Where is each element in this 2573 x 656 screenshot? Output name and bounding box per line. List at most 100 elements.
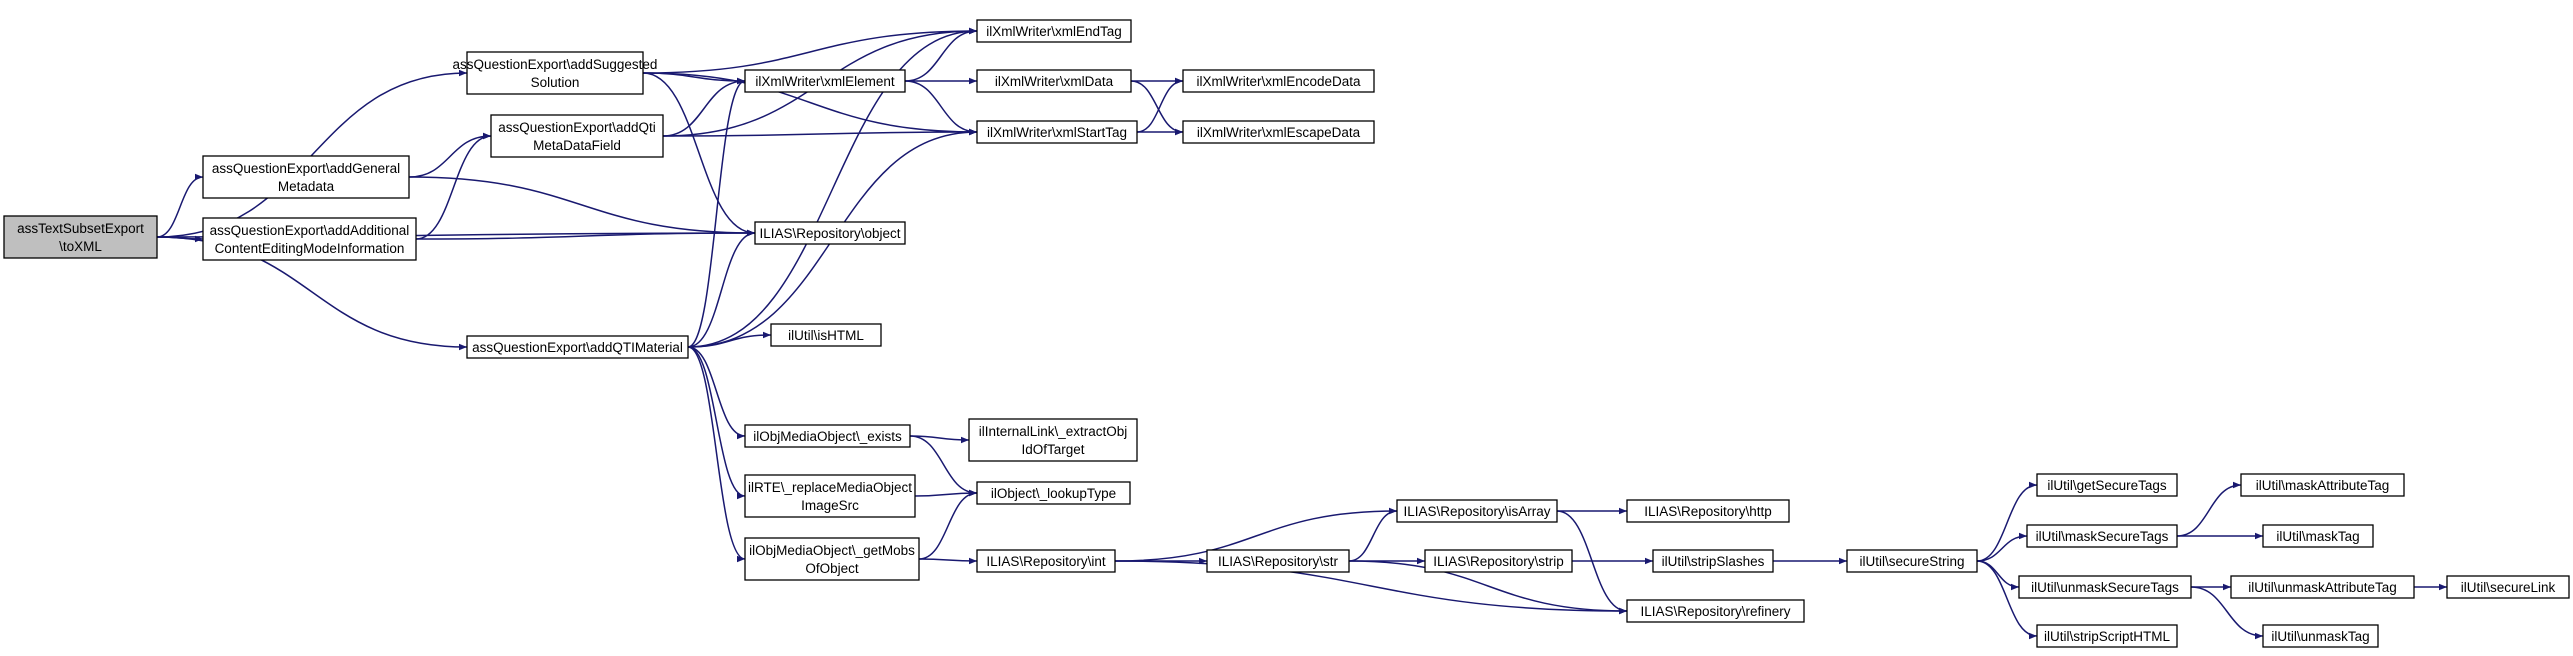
node-label: ilObjMediaObject\_exists bbox=[753, 429, 902, 444]
node-xmlEndTag[interactable]: ilXmlWriter\xmlEndTag bbox=[976, 19, 1132, 43]
node-isHTML[interactable]: ilUtil\isHTML bbox=[770, 323, 882, 347]
node-label: ILIAS\Repository\refinery bbox=[1640, 604, 1790, 619]
node-box bbox=[1182, 120, 1375, 144]
node-stripScriptHTML[interactable]: ilUtil\stripScriptHTML bbox=[2036, 624, 2178, 648]
node-label: ILIAS\Repository\isArray bbox=[1403, 504, 1550, 519]
edge-addQtiMetaDataField-to-xmlStartTag bbox=[662, 128, 978, 137]
edge-addGeneralMetadata-to-addQtiMetaDataField bbox=[408, 132, 492, 178]
node-lookupType[interactable]: ilObject\_lookupType bbox=[976, 481, 1131, 505]
node-label: ilXmlWriter\xmlElement bbox=[755, 74, 895, 89]
node-maskTag[interactable]: ilUtil\maskTag bbox=[2262, 524, 2374, 548]
node-box bbox=[202, 155, 410, 199]
node-label: assQuestionExport\addQti bbox=[498, 120, 656, 135]
node-box bbox=[490, 114, 664, 158]
node-label: ILIAS\Repository\strip bbox=[1433, 554, 1564, 569]
edge-unmaskSecureTags-to-unmaskTag bbox=[2190, 586, 2264, 640]
node-label: IdOfTarget bbox=[1021, 442, 1084, 457]
nodes: assTextSubsetExport\toXML assQuestionExpo… bbox=[3, 19, 2570, 648]
node-box bbox=[744, 69, 906, 93]
node-unmaskSecureTags[interactable]: ilUtil\unmaskSecureTags bbox=[2018, 575, 2192, 599]
node-label: ilUtil\secureLink bbox=[2461, 580, 2556, 595]
node-repoIsArray[interactable]: ILIAS\Repository\isArray bbox=[1396, 499, 1558, 523]
edge-addSuggestedSolution-to-xmlEndTag bbox=[642, 27, 978, 74]
node-label: MetaDataField bbox=[533, 138, 621, 153]
edge-addAdditional-to-repoObject bbox=[415, 229, 756, 240]
edge-secureString-to-unmaskSecureTags bbox=[1976, 560, 2020, 591]
node-label: ImageSrc bbox=[801, 498, 859, 513]
node-box bbox=[2446, 575, 2570, 599]
node-stripSlashes[interactable]: ilUtil\stripSlashes bbox=[1652, 549, 1774, 573]
node-repoRefinery[interactable]: ILIAS\Repository\refinery bbox=[1626, 599, 1805, 623]
node-maskSecureTags[interactable]: ilUtil\maskSecureTags bbox=[2026, 524, 2178, 548]
node-box bbox=[466, 51, 644, 95]
node-unmaskAttributeTag[interactable]: ilUtil\unmaskAttributeTag bbox=[2230, 575, 2415, 599]
node-addQTIMaterial[interactable]: assQuestionExport\addQTIMaterial bbox=[466, 335, 689, 359]
edge-objExists-to-lookupType bbox=[909, 435, 978, 497]
node-label: ilObject\_lookupType bbox=[991, 486, 1116, 501]
edge-addSuggestedSolution-to-xmlStartTag bbox=[642, 72, 978, 136]
node-label: ilXmlWriter\xmlEscapeData bbox=[1197, 125, 1361, 140]
node-xmlEscapeData[interactable]: ilXmlWriter\xmlEscapeData bbox=[1182, 120, 1375, 144]
node-secureString[interactable]: ilUtil\secureString bbox=[1846, 549, 1978, 573]
node-label: ilXmlWriter\xmlData bbox=[995, 74, 1114, 89]
node-label: ilRTE\_replaceMediaObject bbox=[748, 480, 912, 495]
edge-secureString-to-stripScriptHTML bbox=[1976, 560, 2038, 640]
node-label: ILIAS\Repository\int bbox=[986, 554, 1106, 569]
node-box bbox=[744, 537, 920, 581]
node-box bbox=[1424, 549, 1573, 573]
node-box bbox=[1182, 69, 1375, 93]
node-maskAttributeTag[interactable]: ilUtil\maskAttributeTag bbox=[2240, 473, 2405, 497]
node-box bbox=[1206, 549, 1350, 573]
edge-repoInt-to-repoIsArray bbox=[1114, 507, 1398, 562]
node-box bbox=[1846, 549, 1978, 573]
node-xmlStartTag[interactable]: ilXmlWriter\xmlStartTag bbox=[976, 120, 1138, 144]
node-box bbox=[2230, 575, 2415, 599]
edge-repoStr-to-repoRefinery bbox=[1348, 560, 1628, 615]
node-label: ilInternalLink\_extractObj bbox=[979, 424, 1128, 439]
edge-addQTIMaterial-to-repoObject bbox=[687, 229, 756, 348]
node-repoStrip[interactable]: ILIAS\Repository\strip bbox=[1424, 549, 1573, 573]
node-label: Metadata bbox=[278, 179, 335, 194]
node-box bbox=[2262, 524, 2374, 548]
node-box bbox=[976, 69, 1132, 93]
node-unmaskTag[interactable]: ilUtil\unmaskTag bbox=[2262, 624, 2379, 648]
node-getSecureTags[interactable]: ilUtil\getSecureTags bbox=[2036, 473, 2178, 497]
node-box bbox=[744, 424, 911, 448]
node-label: ilUtil\stripSlashes bbox=[1662, 554, 1765, 569]
node-box bbox=[2036, 473, 2178, 497]
node-box bbox=[754, 221, 906, 245]
node-box bbox=[2262, 624, 2379, 648]
node-repoStr[interactable]: ILIAS\Repository\str bbox=[1206, 549, 1350, 573]
node-objExists[interactable]: ilObjMediaObject\_exists bbox=[744, 424, 911, 448]
edge-repoStr-to-repoIsArray bbox=[1348, 507, 1398, 562]
node-box bbox=[1652, 549, 1774, 573]
node-xmlEncodeData[interactable]: ilXmlWriter\xmlEncodeData bbox=[1182, 69, 1375, 93]
node-repoObject[interactable]: ILIAS\Repository\object bbox=[754, 221, 906, 245]
node-repoHttp[interactable]: ILIAS\Repository\http bbox=[1626, 499, 1790, 523]
node-box bbox=[2018, 575, 2192, 599]
node-label: assQuestionExport\addSuggested bbox=[453, 57, 658, 72]
node-secureLink[interactable]: ilUtil\secureLink bbox=[2446, 575, 2570, 599]
node-label: ILIAS\Repository\object bbox=[759, 226, 900, 241]
node-addAdditional[interactable]: assQuestionExport\addAdditionalContentEd… bbox=[202, 217, 417, 261]
edge-addQTIMaterial-to-xmlElement bbox=[687, 77, 746, 348]
edge-root-to-addGeneralMetadata bbox=[156, 173, 204, 238]
edge-addQTIMaterial-to-rteReplace bbox=[687, 346, 746, 500]
node-box bbox=[466, 335, 689, 359]
node-label: ilXmlWriter\xmlEndTag bbox=[986, 24, 1122, 39]
node-root[interactable]: assTextSubsetExport\toXML bbox=[3, 215, 158, 259]
node-label: ilUtil\unmaskTag bbox=[2271, 629, 2369, 644]
edge-getMobs-to-repoInt bbox=[918, 557, 978, 565]
node-xmlData[interactable]: ilXmlWriter\xmlData bbox=[976, 69, 1132, 93]
edge-secureString-to-getSecureTags bbox=[1976, 481, 2038, 562]
node-xmlElement[interactable]: ilXmlWriter\xmlElement bbox=[744, 69, 906, 93]
node-label: ilUtil\maskTag bbox=[2276, 529, 2359, 544]
node-box bbox=[976, 19, 1132, 43]
node-repoInt[interactable]: ILIAS\Repository\int bbox=[976, 549, 1116, 573]
